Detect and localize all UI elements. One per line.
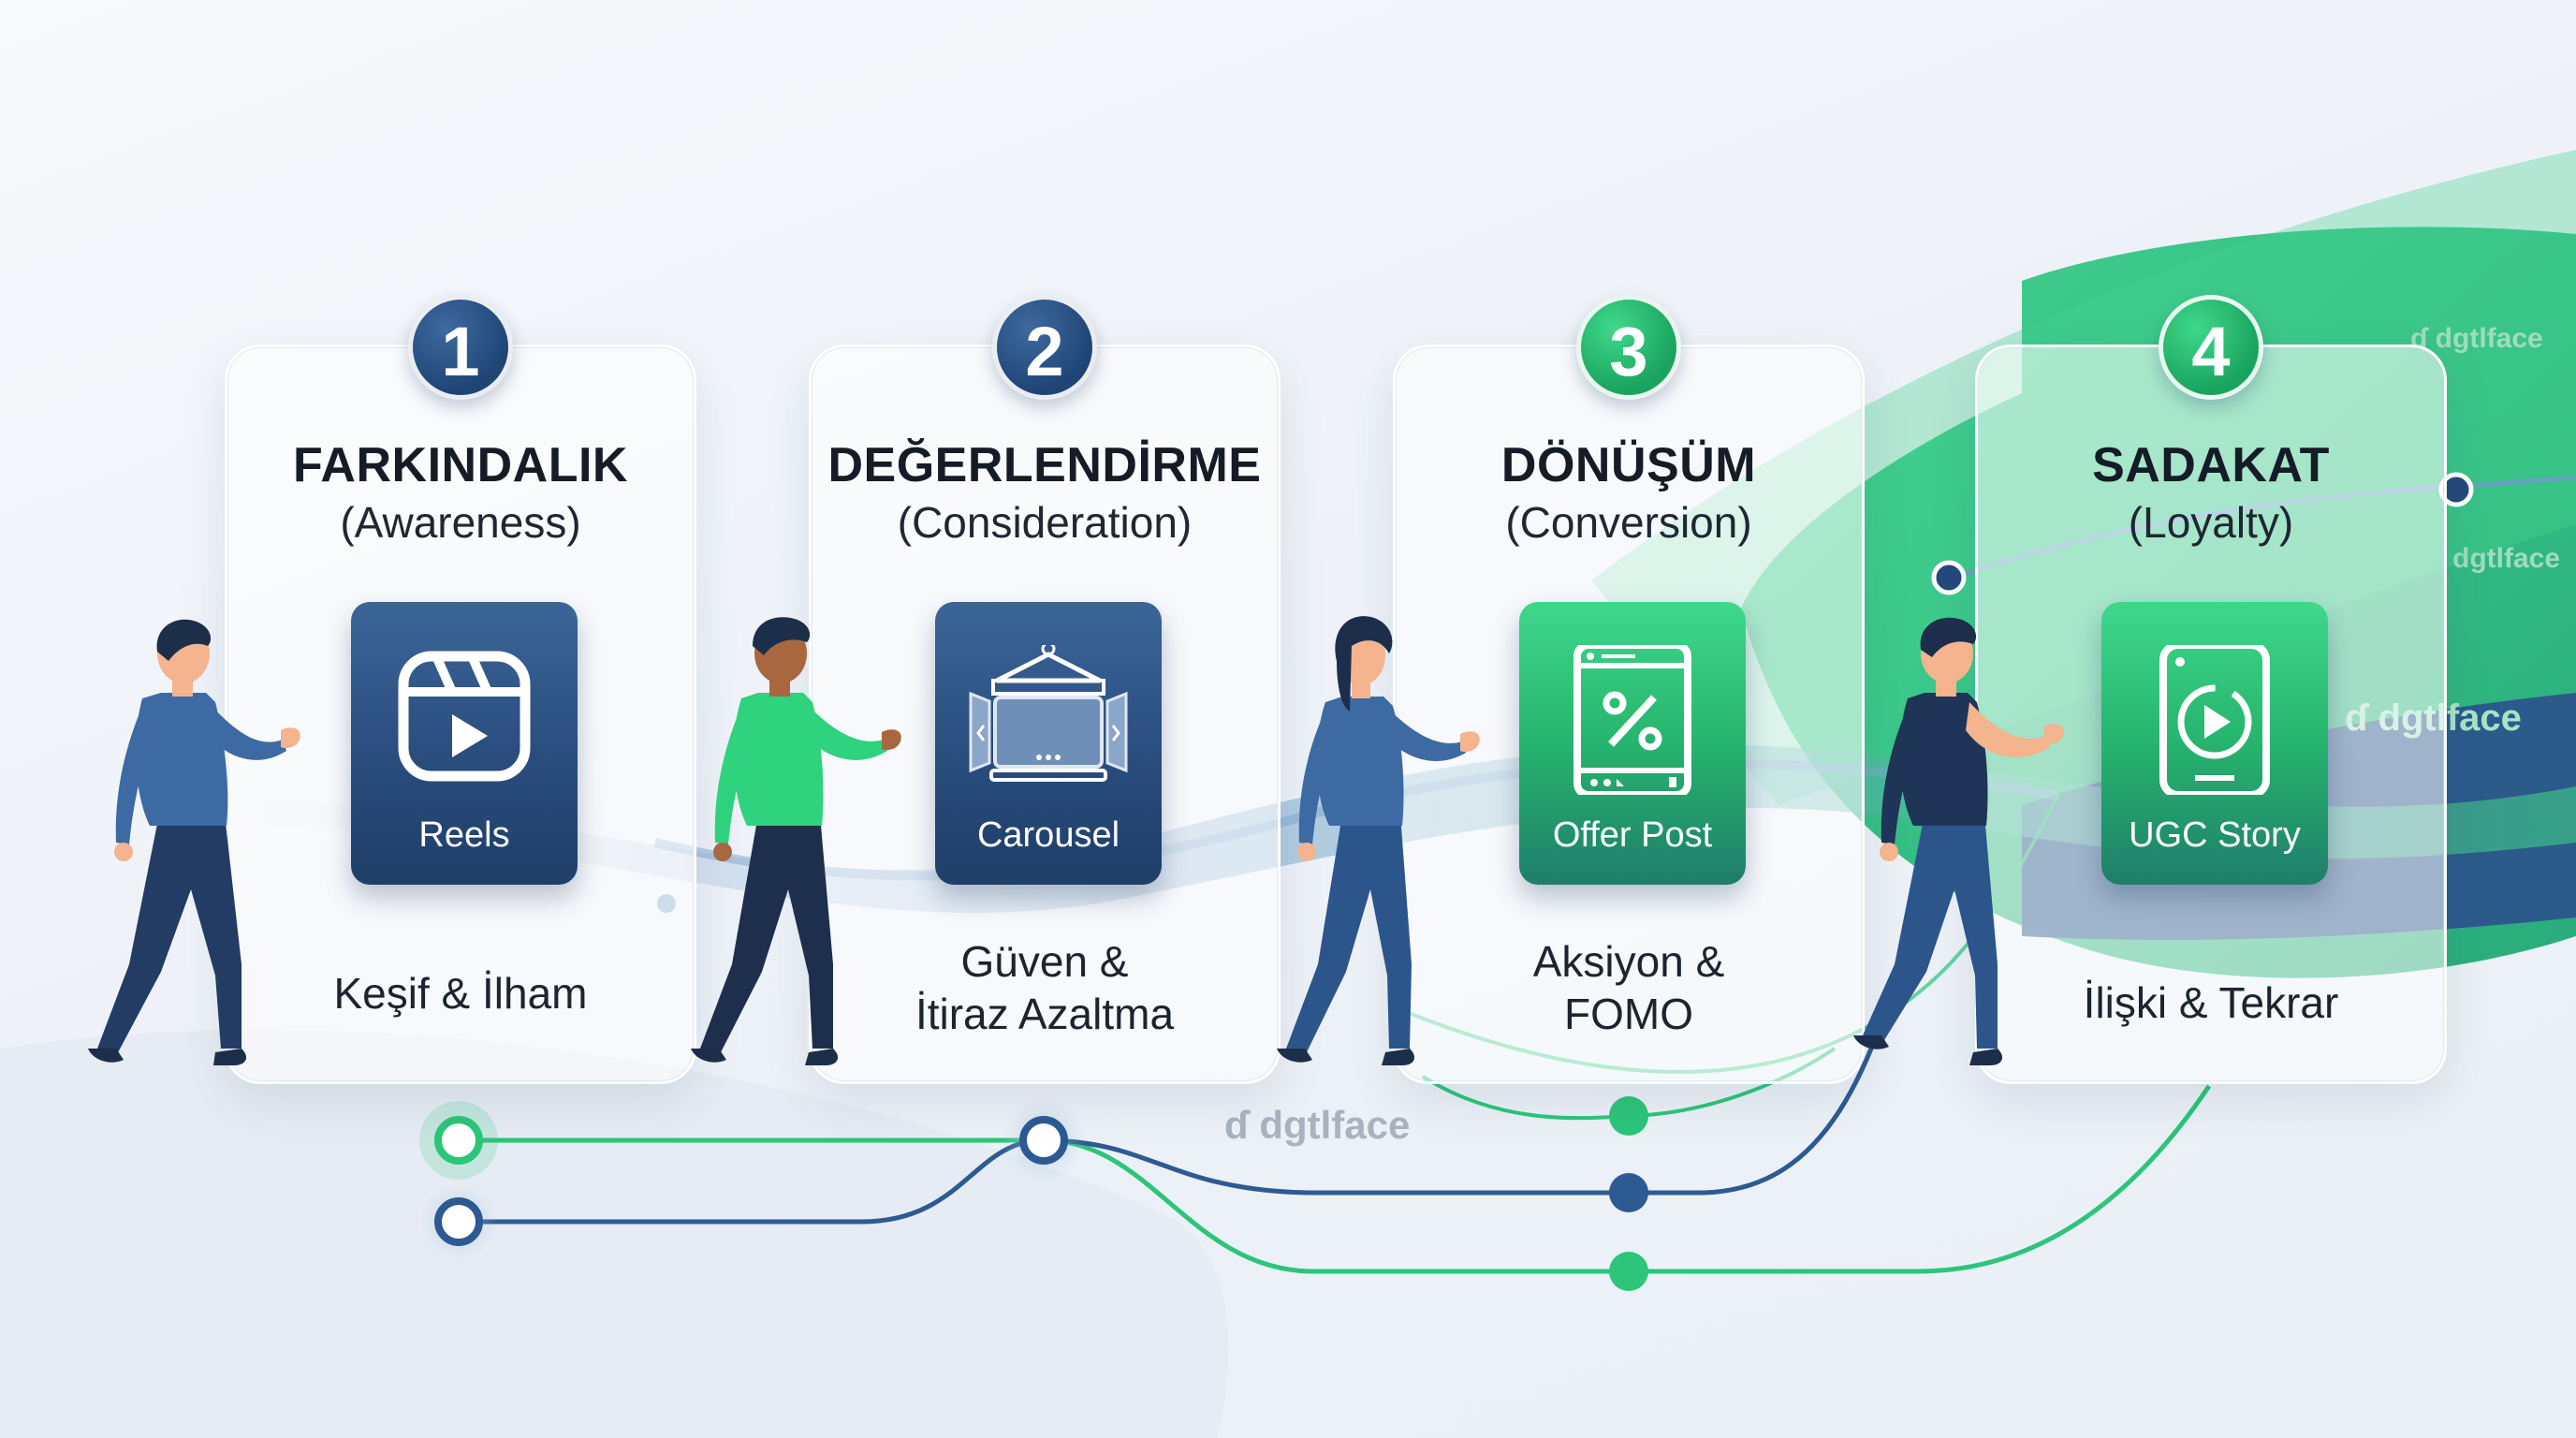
person-walking-icon [691, 617, 901, 1065]
stage-card-conversion: 3 DÖNÜŞÜM (Conversion) Offer Post Aksiyo… [1393, 295, 1865, 1084]
stage-card-loyalty: 4 SADAKAT (Loyalty) UGC Story İlişki & T… [1975, 295, 2447, 1084]
stage-description: Keşif & İlham [333, 969, 588, 1018]
ugc-story-icon [2159, 645, 2270, 795]
step-number-badge: 1 [408, 295, 513, 400]
person-walking-icon [1853, 617, 2064, 1065]
step-number-badge: 3 [1576, 295, 1681, 400]
stage-card-consideration: 2 DEĞERLENDİRME (Consideration) Carousel… [809, 295, 1281, 1084]
watermark-center: ɗ dgtlface [1224, 1103, 1411, 1147]
format-tile-ugc-story: UGC Story [2101, 602, 2328, 885]
stage-subtitle: (Conversion) [1505, 498, 1752, 547]
watermark-right: dgtlface [2452, 543, 2561, 574]
stage-subtitle: (Loyalty) [2128, 498, 2294, 547]
watermark-logo-icon: ɗ [1224, 1103, 1260, 1147]
stage-card-awareness: 1 FARKINDALIK (Awareness) Reels Keşif & … [225, 295, 696, 1084]
stage-title: DEĞERLENDİRME [827, 438, 1262, 492]
format-label: Carousel [976, 815, 1120, 855]
format-tile-carousel: Carousel [935, 602, 1162, 885]
stage-description: İlişki & Tekrar [2083, 978, 2339, 1027]
carousel-icon [969, 645, 1128, 782]
watermark-top-right: ɗ dgtlface [2410, 323, 2543, 354]
stage-description: Güven & İtiraz Azaltma [915, 937, 1175, 1038]
offer-post-icon [1573, 645, 1691, 795]
stage-subtitle: (Awareness) [340, 498, 581, 547]
format-tile-reels: Reels [351, 602, 578, 885]
format-label: UGC Story [2129, 815, 2301, 855]
step-number-badge: 2 [992, 295, 1097, 400]
stage-title: DÖNÜŞÜM [1500, 438, 1757, 492]
stage-title: FARKINDALIK [293, 438, 628, 492]
stage-title: SADAKAT [2092, 438, 2330, 492]
person-walking-icon [1277, 616, 1480, 1065]
stage-description: Aksiyon & FOMO [1532, 937, 1725, 1038]
step-number-badge: 4 [2159, 295, 2263, 400]
person-walking-icon [88, 619, 300, 1065]
reels-icon [398, 651, 531, 782]
format-label: Offer Post [1552, 815, 1713, 855]
format-tile-offer-post: Offer Post [1519, 602, 1746, 885]
stage-subtitle: (Consideration) [897, 498, 1193, 547]
format-label: Reels [418, 815, 510, 855]
